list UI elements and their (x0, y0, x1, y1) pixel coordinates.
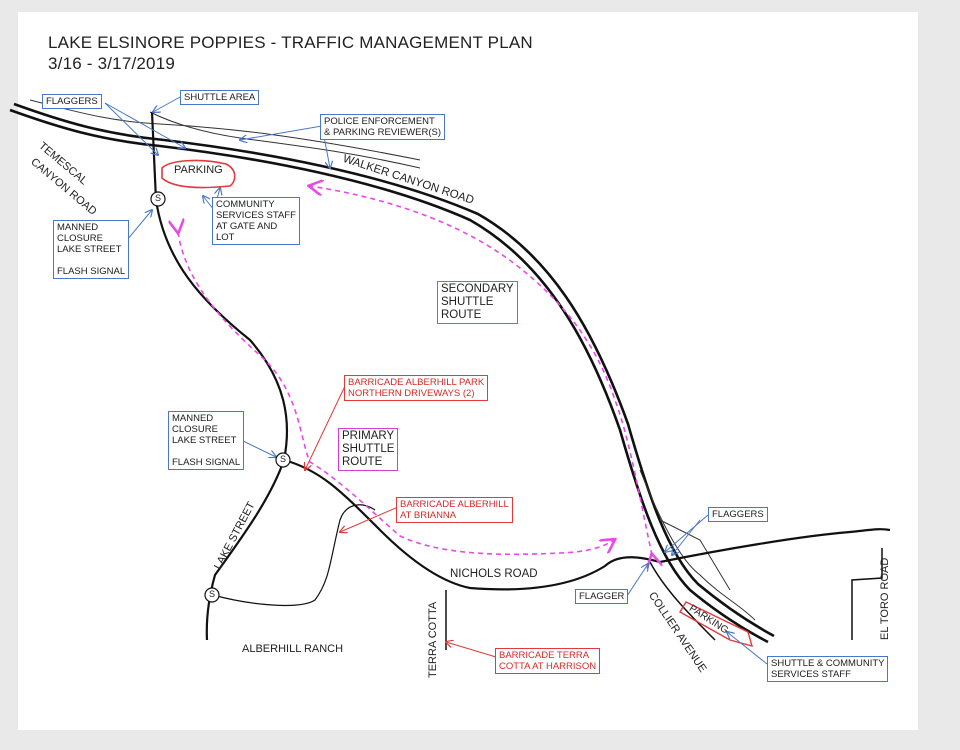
signal-temescal: S (155, 193, 162, 203)
primary-shuttle-route (178, 232, 614, 556)
terra-cotta-label: TERRA COTTA (427, 601, 439, 678)
signal-alberhill: S (209, 589, 216, 599)
el-toro-road-label: EL TORO ROAD (879, 557, 891, 640)
map-title: LAKE ELSINORE POPPIES - TRAFFIC MANAGEME… (48, 33, 533, 52)
signal-lake-nichols: S (280, 454, 287, 464)
signal-markers (150, 191, 291, 603)
flaggers-nw-callout: FLAGGERS (42, 94, 102, 109)
el-toro-road-line (851, 548, 883, 640)
alberhill-ranch-label: ALBERHILL RANCH (242, 643, 344, 655)
flagger-callout: FLAGGER (575, 589, 629, 604)
parking-north-label: PARKING (174, 164, 223, 176)
flaggers-se-callout: FLAGGERS (708, 507, 768, 522)
frontage-roads (29, 99, 756, 621)
nichols-road-line (283, 458, 891, 591)
parking-north-outline (161, 159, 236, 189)
shuttle-area-callout: SHUTTLE AREA (180, 90, 260, 105)
map-dates: 3/16 - 3/17/2019 (48, 54, 176, 73)
police-callout: POLICE ENFORCEMENT& PARKING REVIEWER(S) (320, 114, 446, 140)
nichols-road-label: NICHOLS ROAD (450, 568, 538, 580)
collier-avenue-line (649, 561, 716, 641)
barricade-leaders (305, 385, 497, 658)
